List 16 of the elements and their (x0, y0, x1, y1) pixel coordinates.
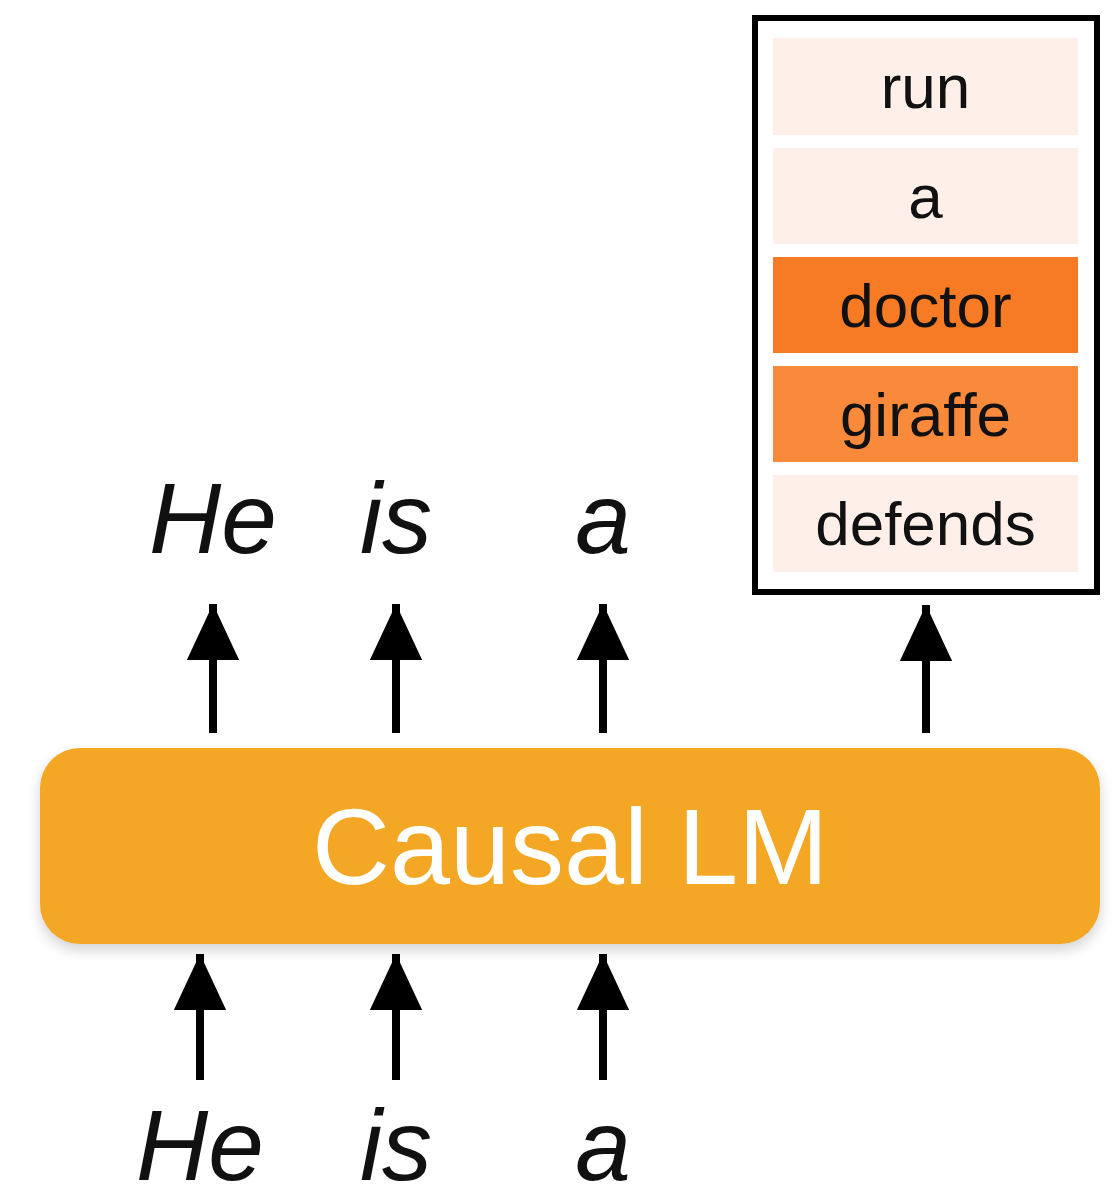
label-text: Causal LM (311, 784, 829, 909)
label-text: doctor (839, 269, 1012, 341)
label-text: a (908, 160, 943, 232)
token-text: a (575, 1095, 631, 1195)
token-text: a (575, 468, 631, 568)
vocabulary-box (752, 15, 1100, 595)
token-text: is (359, 1095, 433, 1195)
label-text: defends (815, 488, 1036, 559)
label-text: run (880, 51, 971, 122)
token-text: He (136, 1095, 264, 1195)
token-text: He (149, 468, 277, 568)
token-text: is (359, 468, 433, 568)
vocabulary-cell (773, 257, 1078, 353)
vocabulary-cell (773, 366, 1078, 462)
model-box (40, 748, 1100, 944)
label-text: giraffe (839, 378, 1012, 450)
